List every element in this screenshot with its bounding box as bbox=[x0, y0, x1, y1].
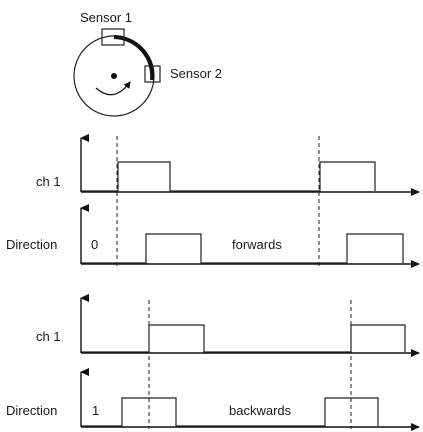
sensor-wheel-group: Sensor 1 Sensor 2 bbox=[73, 10, 222, 117]
direction-signal-trace bbox=[81, 233, 404, 264]
panel-label: Direction bbox=[6, 403, 57, 418]
panel-ch1-backward: ch 1 bbox=[36, 294, 420, 357]
ch1-signal-trace bbox=[81, 161, 376, 192]
panel-ch1-forward: ch 1 bbox=[36, 134, 420, 196]
rotation-arrow-icon bbox=[95, 81, 131, 96]
sensor-2-label: Sensor 2 bbox=[170, 66, 222, 81]
ch1-signal-trace bbox=[81, 324, 406, 353]
direction-text: forwards bbox=[232, 237, 282, 252]
direction-value: 1 bbox=[92, 403, 99, 418]
direction-signal-trace bbox=[81, 397, 379, 427]
panel-label: Direction bbox=[6, 237, 57, 252]
panel-label: ch 1 bbox=[36, 329, 61, 344]
sensor-1-label: Sensor 1 bbox=[80, 10, 132, 25]
sensor-2-box bbox=[144, 65, 161, 83]
direction-text: backwards bbox=[229, 403, 292, 418]
direction-value: 0 bbox=[91, 237, 98, 252]
encoder-mark-arc bbox=[113, 35, 155, 81]
panel-label: ch 1 bbox=[36, 174, 61, 189]
sensor-1-box bbox=[101, 28, 125, 46]
wheel-hub bbox=[111, 73, 117, 79]
panel-direction-backward: Direction 1 backwards bbox=[6, 368, 420, 431]
panel-direction-forward: Direction 0 forwards bbox=[6, 204, 420, 268]
